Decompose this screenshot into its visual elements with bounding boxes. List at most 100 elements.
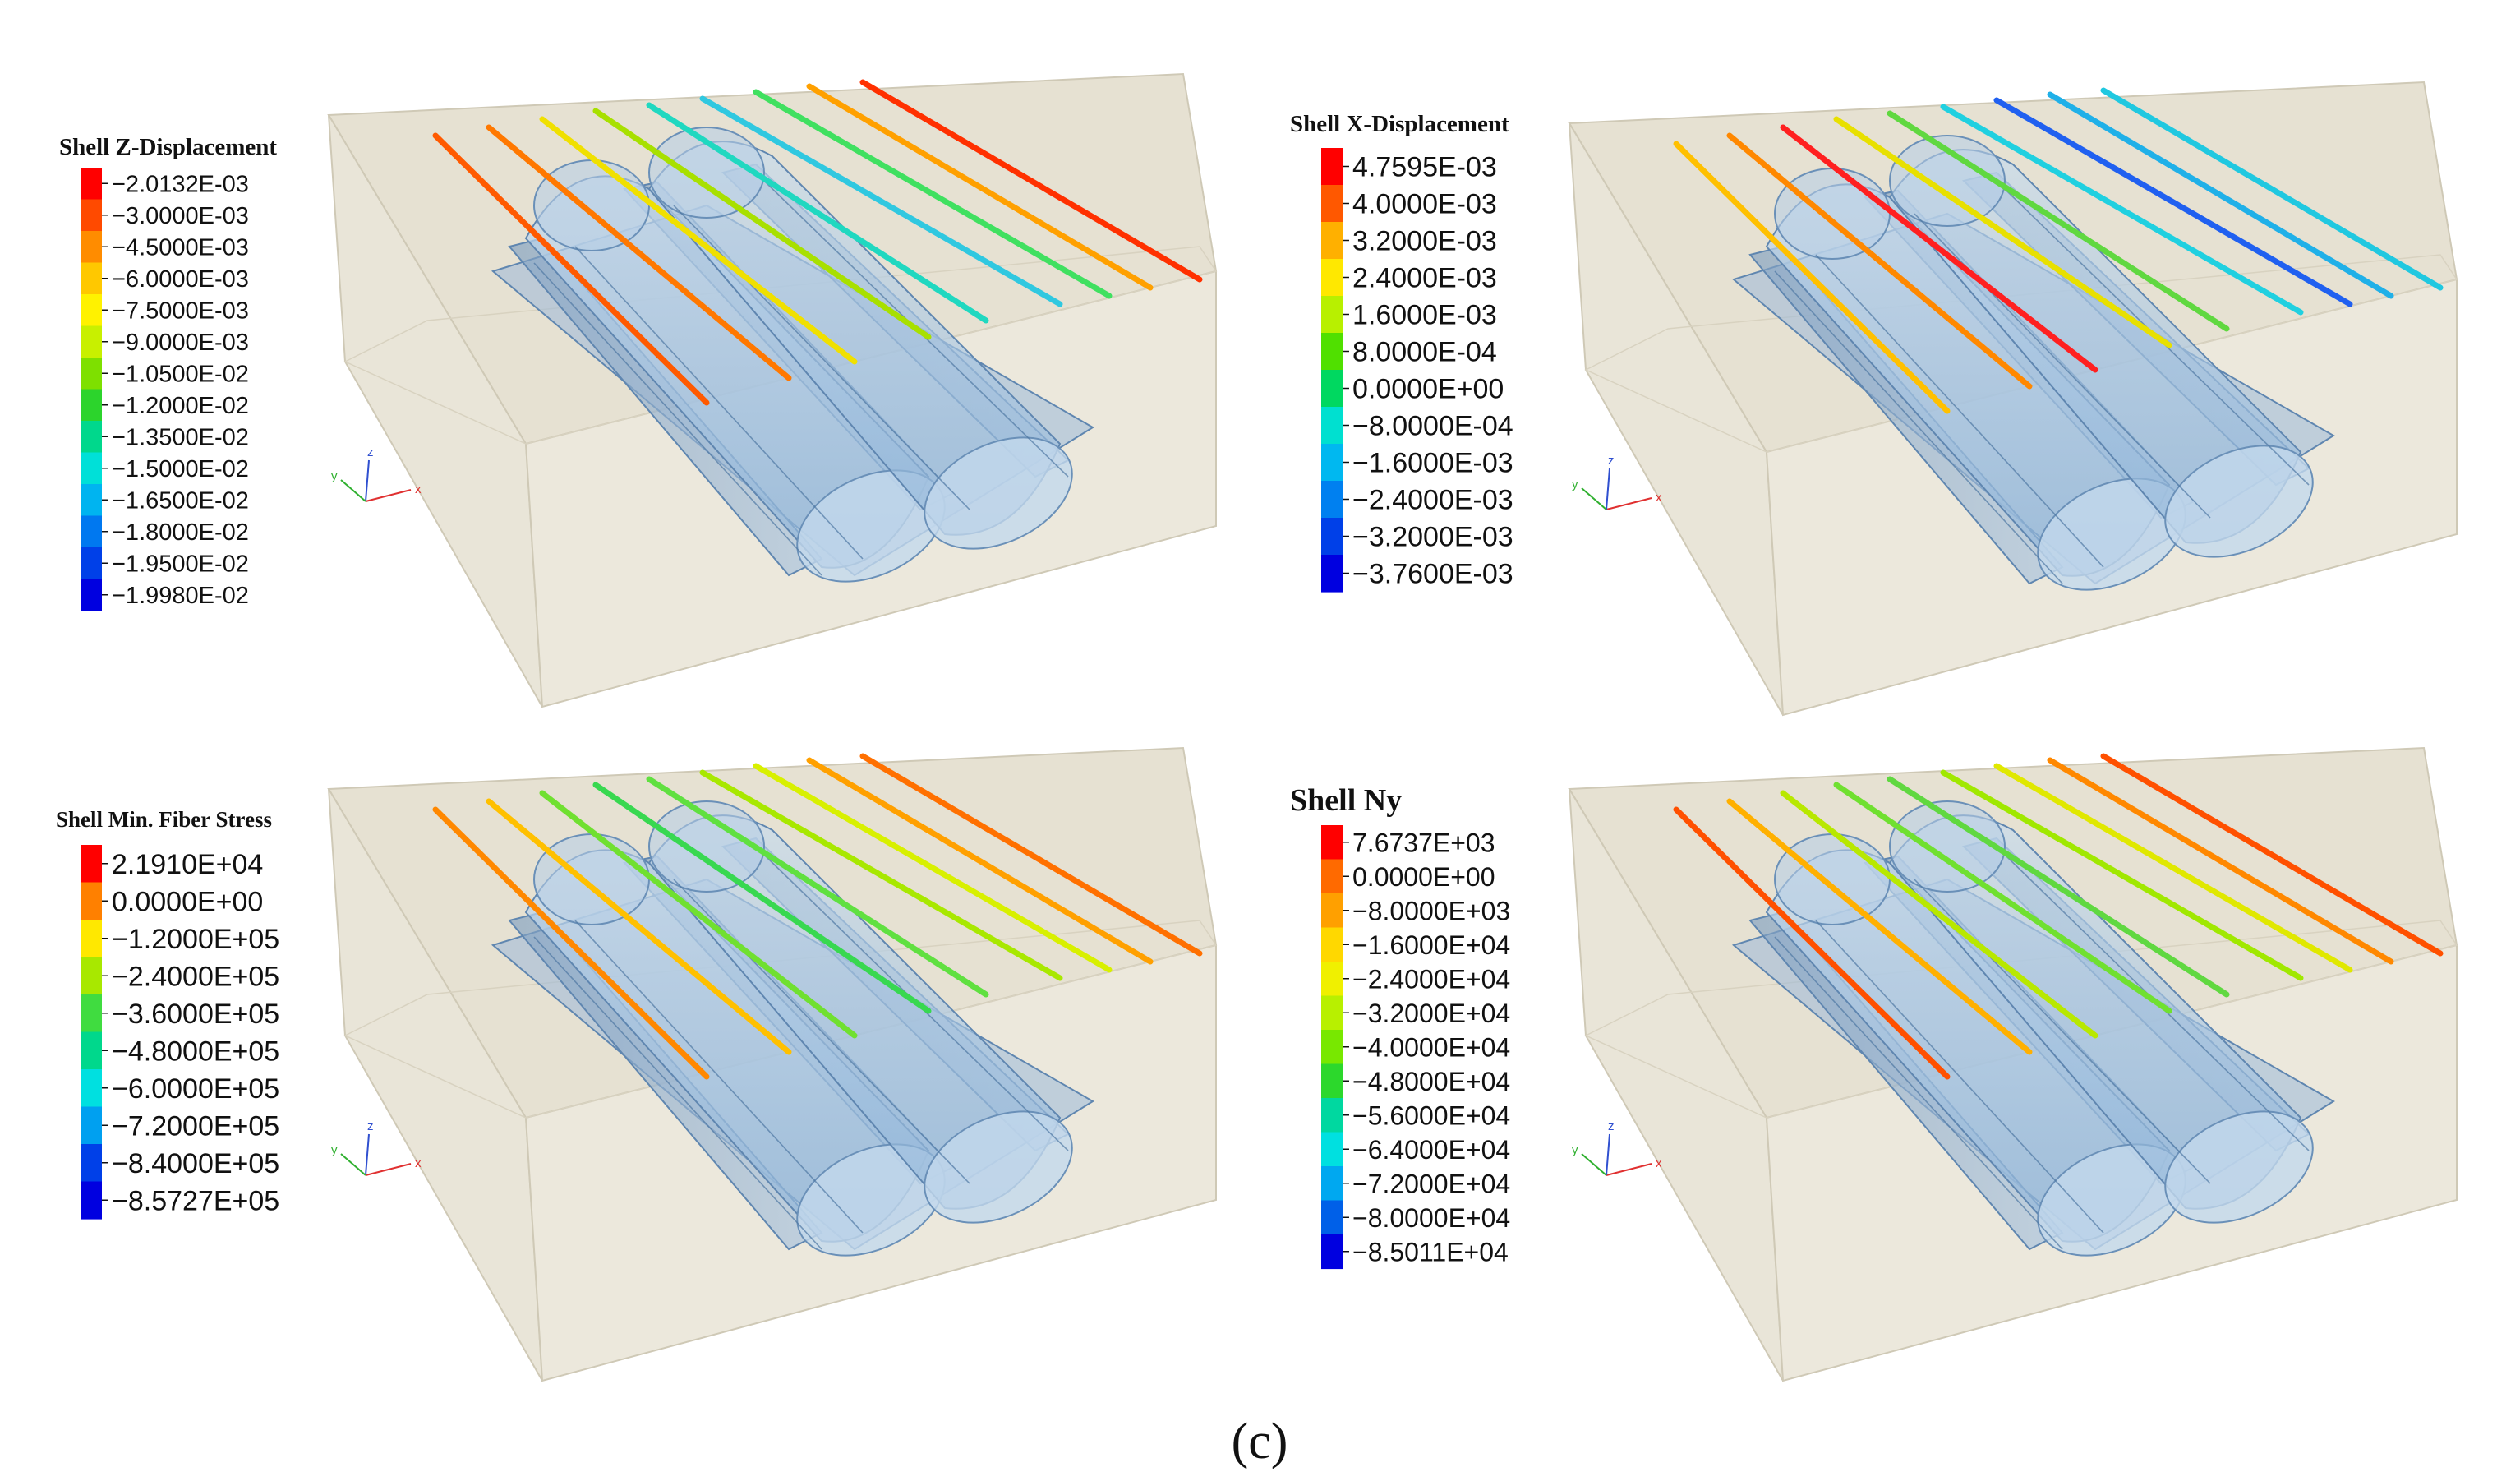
- legend-swatch: [1321, 893, 1343, 929]
- legend-swatch: [1321, 1234, 1343, 1270]
- legend-swatch: [81, 1106, 102, 1145]
- rod-3: [1780, 124, 2098, 373]
- legend-label: −1.3500E-02: [112, 425, 249, 451]
- soil-block-edge: [343, 246, 1218, 445]
- legend-label: 0.0000E+00: [1352, 374, 1504, 405]
- legend-swatch: [1321, 518, 1343, 556]
- soil-block-edge: [1584, 254, 2458, 453]
- legend-swatch: [81, 389, 102, 422]
- rod-2: [486, 798, 792, 1055]
- legend-swatch: [81, 199, 102, 232]
- legend-swatch: [1321, 222, 1343, 260]
- tunnel-edge-line: [1815, 254, 2104, 568]
- axis-y-line: [340, 1153, 366, 1176]
- rod-group: [432, 79, 1203, 406]
- legend-swatch: [81, 579, 102, 611]
- tunnel-tube-right-end: [2164, 1110, 2314, 1224]
- axis-y-line: [1581, 487, 1607, 510]
- legend-label: −8.4000E+05: [112, 1148, 279, 1179]
- legend: Shell Min. Fiber Stress2.1910E+040.0000E…: [56, 807, 279, 1220]
- legend-label: −2.4000E-03: [1352, 485, 1513, 516]
- axis-x-line: [365, 1163, 412, 1176]
- legend-label: −9.0000E-03: [112, 330, 249, 356]
- rod-5: [646, 776, 989, 998]
- legend-title: Shell Z-Displacement: [59, 134, 277, 160]
- legend-label: −2.4000E+05: [112, 961, 279, 992]
- legend-title: Shell Ny: [1290, 783, 1402, 818]
- legend: Shell X-Displacement4.7595E-034.0000E-03…: [1290, 111, 1513, 593]
- rod-8: [2047, 91, 2394, 299]
- legend-swatch: [81, 920, 102, 958]
- rod-6: [699, 769, 1063, 981]
- legend-label: −7.2000E+05: [112, 1110, 279, 1142]
- legend-swatch: [81, 547, 102, 580]
- axis-z-line: [365, 1133, 370, 1176]
- legend-label: 0.0000E+00: [1352, 862, 1495, 892]
- legend-swatch: [1321, 1200, 1343, 1235]
- figure-caption: (c): [1232, 1414, 1288, 1469]
- axis-x-label: x: [1656, 1156, 1662, 1170]
- tunnel-edge-line: [574, 246, 864, 560]
- tunnel-structure: [1731, 800, 2335, 1257]
- legend-label: −1.6000E+04: [1352, 930, 1510, 960]
- legend-label: −3.6000E+05: [112, 999, 279, 1030]
- tunnel-structure: [491, 800, 1094, 1257]
- tunnel-dome-left: [1774, 168, 1891, 260]
- legend-label: −3.2000E+04: [1352, 999, 1510, 1028]
- legend-label: 3.2000E-03: [1352, 226, 1497, 257]
- legend-swatch: [1321, 481, 1343, 519]
- rod-3: [539, 116, 858, 365]
- legend-label: −1.2000E+05: [112, 924, 279, 955]
- legend-swatch: [1321, 148, 1343, 186]
- tunnel-structure: [491, 127, 1094, 583]
- tunnel-dome-right: [1889, 800, 2006, 893]
- tunnel-tube-right-end: [924, 436, 1073, 550]
- legend-label: −7.2000E+04: [1352, 1169, 1510, 1198]
- legend-label: −4.8000E+04: [1352, 1067, 1510, 1096]
- rod-5: [1887, 776, 2230, 998]
- legend: Shell Z-Displacement−2.0132E-03−3.0000E-…: [59, 134, 277, 611]
- legend-label: 0.0000E+00: [112, 886, 263, 917]
- legend-label: −3.2000E-03: [1352, 522, 1513, 553]
- panel-x-displacement: xzy Shell X-Displacement4.7595E-034.0000E…: [1290, 81, 2458, 717]
- legend-label: −4.5000E-03: [112, 235, 249, 261]
- tunnel-edge-line: [1815, 920, 2104, 1234]
- legend-title: Shell X-Displacement: [1290, 111, 1509, 137]
- tunnel-dome-right: [1889, 135, 2006, 227]
- legend-swatch: [1321, 995, 1343, 1031]
- legend-swatch: [1321, 962, 1343, 997]
- legend-swatch: [1321, 825, 1343, 860]
- rod-4: [1833, 782, 2172, 1014]
- tunnel-dome-right: [648, 127, 765, 219]
- tunnel-edge-line: [533, 262, 822, 576]
- legend-label: −1.6000E-03: [1352, 448, 1513, 479]
- legend-swatch: [1321, 927, 1343, 962]
- rod-5: [1887, 110, 2230, 332]
- legend-swatch: [1321, 185, 1343, 223]
- tunnel-dome-left: [533, 159, 650, 251]
- axis-y-label: y: [331, 469, 338, 483]
- axis-x-line: [1606, 1163, 1652, 1176]
- rod-9: [2100, 87, 2444, 291]
- legend-swatch: [81, 515, 102, 548]
- rod-8: [2047, 757, 2394, 965]
- legend-swatch: [81, 957, 102, 995]
- legend-label: −1.8000E-02: [112, 519, 249, 546]
- legend-swatch: [1321, 407, 1343, 445]
- legend-swatch: [1321, 859, 1343, 894]
- legend-label: −6.0000E-03: [112, 266, 249, 293]
- rod-3: [1780, 790, 2098, 1039]
- tunnel-edge-line: [1774, 270, 2063, 584]
- legend-swatch: [1321, 444, 1343, 482]
- axis-triad: xzy: [1572, 454, 1662, 510]
- legend-label: 8.0000E-04: [1352, 337, 1497, 368]
- rod-7: [753, 763, 1113, 973]
- axis-z-label: z: [1608, 1119, 1615, 1133]
- legend-label: −8.5727E+05: [112, 1185, 279, 1216]
- tunnel-dome-right: [648, 800, 765, 893]
- axis-y-line: [340, 479, 366, 502]
- rod-4: [1833, 116, 2172, 348]
- tunnel-dome-left: [533, 833, 650, 925]
